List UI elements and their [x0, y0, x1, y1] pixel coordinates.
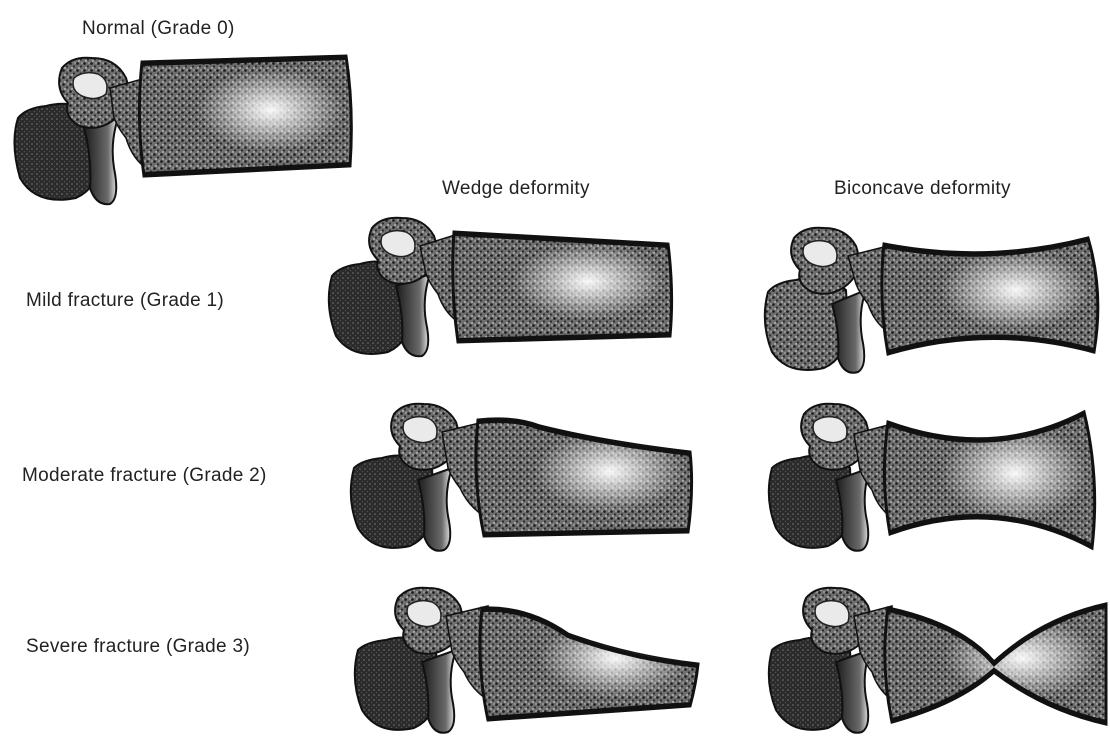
wedge-grade-3-illustration: [348, 584, 702, 742]
wedge-deformity-column-header: Wedge deformity: [442, 178, 590, 200]
biconcave-grade-3-illustration: [762, 584, 1108, 742]
normal-grade-0-label: Normal (Grade 0): [82, 18, 235, 40]
biconcave-grade-1-illustration: [758, 212, 1108, 380]
wedge-grade-2-illustration: [344, 398, 694, 560]
biconcave-deformity-column-header: Biconcave deformity: [834, 178, 1011, 200]
mild-fracture-label: Mild fracture (Grade 1): [26, 290, 224, 312]
wedge-grade-1-illustration: [322, 212, 684, 362]
normal-vertebra-illustration: [6, 48, 366, 210]
severe-fracture-label: Severe fracture (Grade 3): [26, 636, 250, 658]
moderate-fracture-label: Moderate fracture (Grade 2): [22, 465, 267, 487]
biconcave-grade-2-illustration: [762, 398, 1102, 562]
